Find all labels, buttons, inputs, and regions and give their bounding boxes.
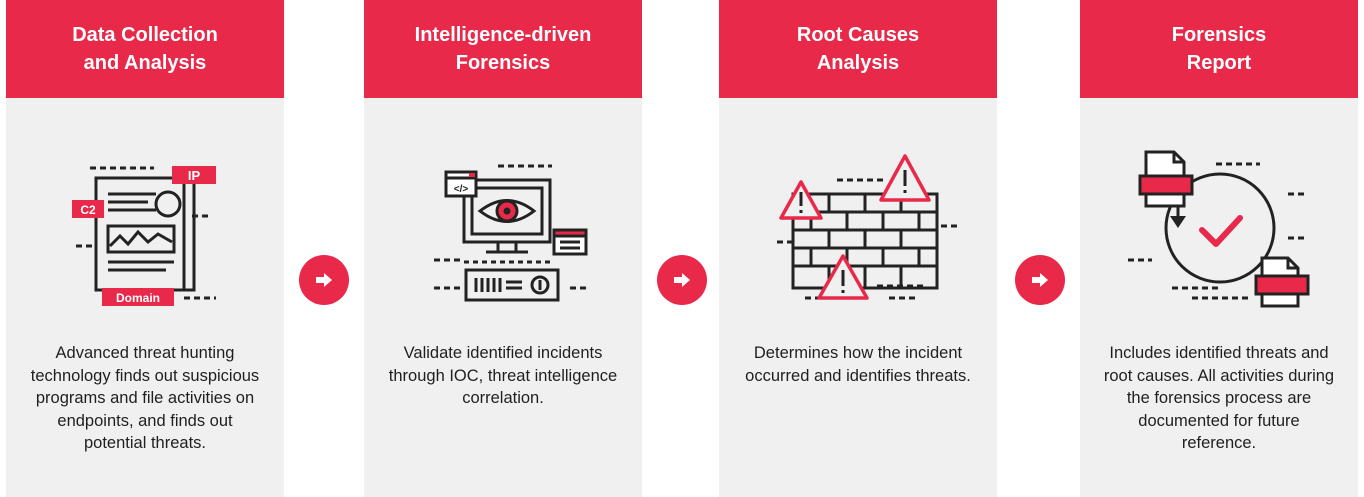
- arrow-right-icon: [1015, 255, 1065, 305]
- ip-tag: [172, 166, 216, 184]
- step-title: Forensics Report: [1080, 0, 1358, 98]
- domain-tag: [102, 288, 174, 306]
- step-card-root-causes: Root Causes Analysis: [719, 0, 997, 497]
- arrow-right-icon: [299, 255, 349, 305]
- document-analysis-icon: IP C2 Domain: [72, 166, 216, 306]
- step-title: Root Causes Analysis: [719, 0, 997, 98]
- step-description: Determines how the incident occurred and…: [745, 344, 971, 385]
- step-description: Advanced threat hunting technology finds…: [30, 344, 260, 453]
- arrow-right-icon: [657, 255, 707, 305]
- computer-eye-icon: </>: [434, 164, 590, 302]
- step-card-data-collection: Data Collection and Analysis IP C2 Domai…: [6, 0, 284, 497]
- step-description: Includes identified threats and root cau…: [1103, 344, 1335, 453]
- ip-tag-label: IP: [188, 168, 201, 183]
- step-description: Validate identified incidents through IO…: [388, 344, 618, 408]
- step-title: Intelligence-driven Forensics: [364, 0, 642, 98]
- code-tag-label: </>: [454, 184, 469, 195]
- step-card-intelligence-forensics: Intelligence-driven Forensics: [364, 0, 642, 497]
- report-check-icon: [1128, 150, 1310, 308]
- c2-tag: [72, 200, 104, 218]
- firewall-warning-icon: [777, 154, 957, 300]
- step-card-forensics-report: Forensics Report Includes identified thr…: [1080, 0, 1358, 497]
- c2-tag-label: C2: [80, 203, 96, 217]
- step-title: Data Collection and Analysis: [6, 0, 284, 98]
- domain-tag-label: Domain: [116, 291, 160, 305]
